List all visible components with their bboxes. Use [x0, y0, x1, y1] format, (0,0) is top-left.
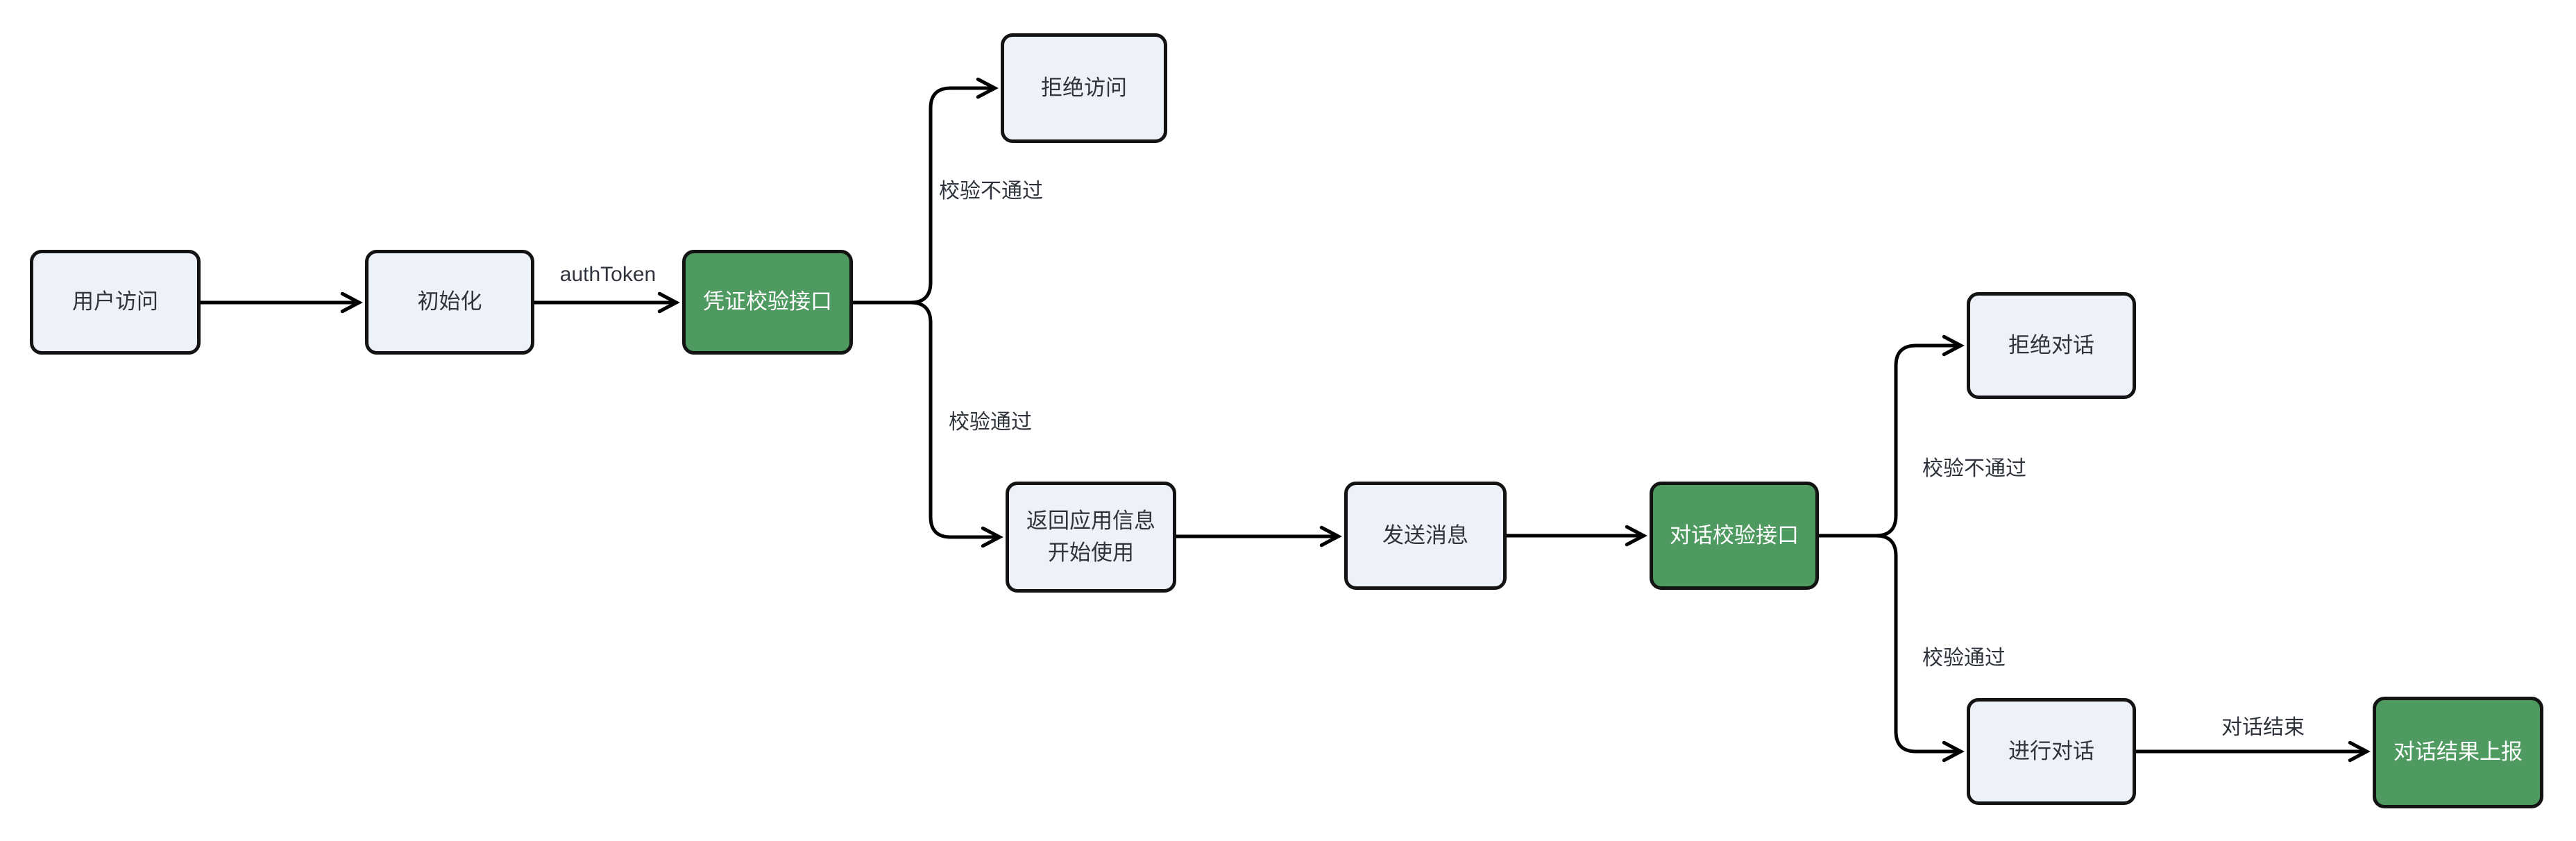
node-init: 初始化	[365, 250, 534, 355]
node-user-access-label: 用户访问	[72, 289, 158, 314]
node-init-label: 初始化	[417, 289, 482, 314]
edge-dialog-check-pass	[1819, 534, 1965, 763]
node-credential-check-api: 凭证校验接口	[682, 250, 853, 355]
node-send-message-label: 发送消息	[1382, 523, 1468, 547]
edge-credential-check-pass	[853, 300, 1003, 548]
node-return-app-info-line1: 返回应用信息	[1026, 508, 1155, 533]
edge-label-dialog-end: 对话结束	[2221, 716, 2305, 739]
node-return-app-info: 返回应用信息 开始使用	[1006, 482, 1176, 593]
node-user-access: 用户访问	[30, 250, 201, 355]
node-conduct-dialog: 进行对话	[1967, 698, 2136, 805]
node-dialog-check-api-label: 对话校验接口	[1670, 523, 1799, 547]
edge-label-auth-token: authToken	[559, 263, 656, 286]
node-deny-access: 拒绝访问	[1001, 33, 1167, 143]
node-conduct-dialog-label: 进行对话	[2008, 738, 2094, 763]
edge-dialog-check-fail	[1819, 334, 1965, 538]
node-dialog-result-report-label: 对话结果上报	[2393, 740, 2523, 765]
edge-label-credential-check-pass: 校验通过	[949, 411, 1032, 434]
edge-credential-check-fail	[853, 77, 999, 305]
edge-label-credential-check-fail: 校验不通过	[939, 180, 1043, 203]
node-dialog-result-report: 对话结果上报	[2373, 697, 2543, 808]
node-credential-check-api-label: 凭证校验接口	[703, 289, 832, 314]
node-deny-dialog: 拒绝对话	[1967, 292, 2136, 399]
node-send-message: 发送消息	[1344, 482, 1507, 590]
node-dialog-check-api: 对话校验接口	[1650, 482, 1819, 590]
edge-label-dialog-check-fail: 校验不通过	[1922, 457, 2026, 480]
node-deny-access-label: 拒绝访问	[1041, 75, 1127, 100]
node-return-app-info-line2: 开始使用	[1048, 541, 1134, 565]
node-deny-dialog-label: 拒绝对话	[2008, 332, 2094, 357]
edge-label-dialog-check-pass: 校验通过	[1922, 647, 2006, 670]
